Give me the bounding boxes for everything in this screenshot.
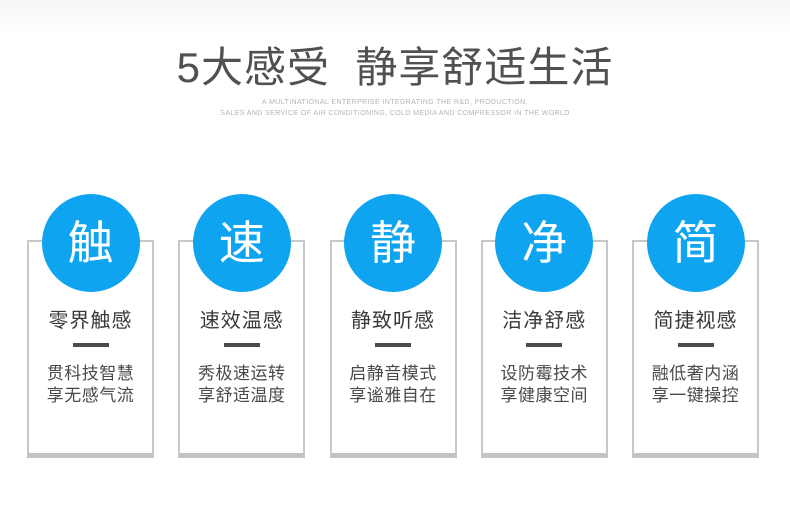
page-title: 5大感受 静享舒适生活 bbox=[176, 44, 614, 91]
feature-circle-badge: 静 bbox=[344, 194, 442, 292]
feature-desc-line-2: 享健康空间 bbox=[500, 386, 588, 405]
feature-desc-line-1: 贯科技智慧 bbox=[46, 364, 135, 383]
heading-divider bbox=[72, 343, 109, 347]
feature-card-simple: 简 简捷视感 融低奢内涵 享一键操控 bbox=[632, 194, 759, 458]
feature-heading: 静致听感 bbox=[351, 310, 435, 332]
feature-circle-badge: 净 bbox=[495, 194, 594, 292]
heading-divider bbox=[223, 343, 260, 347]
subtitle-line-2: SALES AND SERVICE OF AIR CONDITIONING, C… bbox=[220, 109, 570, 117]
subtitle-line-1: A MULTINATIONAL ENTERPRISE INTEGRATING T… bbox=[262, 99, 528, 106]
feature-heading: 零界触感 bbox=[48, 310, 133, 332]
feature-card-speed: 速 速效温感 秀极速运转 享舒适温度 bbox=[178, 194, 306, 458]
feature-description: 融低奢内涵 享一键操控 bbox=[634, 363, 757, 407]
feature-card-row: 触 零界触感 贯科技智慧 享无感气流 速 速效温感 秀极速运转 享舒适温度 静 bbox=[27, 194, 759, 458]
feature-desc-line-1: 秀极速运转 bbox=[198, 364, 286, 383]
badge-glyph: 触 bbox=[67, 217, 114, 269]
feature-card-quiet: 静 静致听感 启静音模式 享谧雅自在 bbox=[329, 194, 457, 458]
feature-circle-badge: 简 bbox=[646, 194, 745, 292]
badge-glyph: 简 bbox=[672, 217, 719, 269]
badge-glyph: 速 bbox=[218, 217, 265, 269]
feature-description: 秀极速运转 享舒适温度 bbox=[180, 363, 303, 407]
heading-divider bbox=[526, 343, 563, 347]
feature-heading: 简捷视感 bbox=[653, 310, 738, 332]
feature-heading: 洁净舒感 bbox=[502, 310, 587, 332]
feature-desc-line-1: 设防霉技术 bbox=[500, 364, 588, 383]
feature-description: 启静音模式 享谧雅自在 bbox=[332, 363, 455, 407]
heading-divider bbox=[677, 343, 714, 347]
feature-card-clean: 净 洁净舒感 设防霉技术 享健康空间 bbox=[480, 194, 608, 458]
feature-description: 贯科技智慧 享无感气流 bbox=[29, 363, 152, 407]
badge-glyph: 净 bbox=[521, 217, 568, 269]
feature-heading: 速效温感 bbox=[199, 310, 284, 332]
subtitle: A MULTINATIONAL ENTERPRISE INTEGRATING T… bbox=[0, 98, 790, 119]
feature-card-touch: 触 零界触感 贯科技智慧 享无感气流 bbox=[27, 194, 154, 458]
feature-desc-line-2: 享一键操控 bbox=[651, 386, 740, 405]
feature-desc-line-1: 融低奢内涵 bbox=[651, 364, 740, 383]
feature-desc-line-1: 启静音模式 bbox=[349, 364, 437, 383]
heading-divider bbox=[375, 343, 411, 347]
feature-desc-line-2: 享谧雅自在 bbox=[349, 386, 437, 405]
feature-desc-line-2: 享无感气流 bbox=[46, 386, 135, 405]
feature-desc-line-2: 享舒适温度 bbox=[198, 386, 286, 405]
feature-description: 设防霉技术 享健康空间 bbox=[483, 363, 606, 407]
feature-circle-badge: 触 bbox=[41, 194, 140, 292]
badge-glyph: 静 bbox=[370, 217, 416, 269]
feature-circle-badge: 速 bbox=[192, 194, 291, 292]
